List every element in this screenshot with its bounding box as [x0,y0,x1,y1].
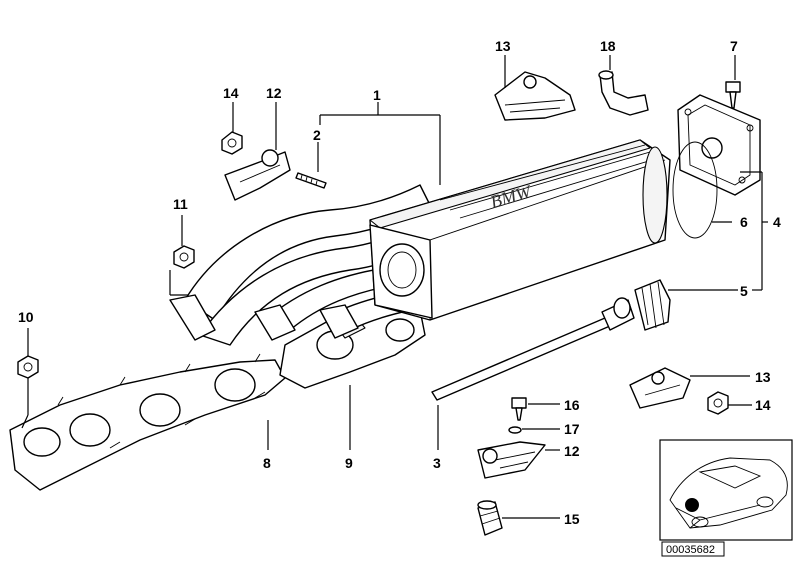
cover-4 [677,94,761,196]
nut-11 [173,245,195,269]
label-2: 2 [313,127,321,143]
car-location-inset [659,439,793,541]
label-12-top: 12 [266,85,282,101]
washer-17 [508,426,522,434]
part-labels: 1 2 3 4 5 6 7 8 9 10 11 12 12 13 13 14 1… [18,38,781,527]
leader-lines [21,55,768,519]
label-18: 18 [600,38,616,54]
label-12-bottom: 12 [564,443,580,459]
hose-18 [598,70,649,116]
label-9: 9 [345,455,353,471]
nut-14-bottom [707,391,729,415]
label-3: 3 [433,455,441,471]
nut-14-top [221,131,243,155]
exhaust-manifold-front [9,353,286,491]
label-7: 7 [730,38,738,54]
bolt-16 [511,397,527,421]
label-6: 6 [740,214,748,230]
label-5: 5 [740,283,748,299]
oring-6 [672,141,718,239]
location-marker [685,498,699,512]
label-1: 1 [373,87,381,103]
boot-5 [634,279,671,331]
label-11: 11 [173,196,188,212]
bracket-12-top [224,149,291,201]
label-10: 10 [18,309,34,325]
label-16: 16 [564,397,580,413]
label-13-top: 13 [495,38,511,54]
diagram-code-box [661,541,725,557]
diagram-code: 00035682 [666,544,715,556]
label-17: 17 [564,421,580,437]
bracket-13-top [494,71,576,121]
bracket-13-bottom [629,367,691,409]
label-8: 8 [263,455,271,471]
label-13-bottom: 13 [755,369,771,385]
stud-2 [295,172,327,189]
rod-3 [431,297,635,401]
screw-7 [725,81,741,109]
label-4: 4 [773,214,781,230]
label-15: 15 [564,511,580,527]
label-14-bottom: 14 [755,397,771,413]
grommet-15 [477,500,503,536]
label-14-top: 14 [223,85,239,101]
intake-manifold: BMW [169,139,671,346]
nut-10 [17,355,39,379]
bracket-12-bottom [477,441,546,479]
